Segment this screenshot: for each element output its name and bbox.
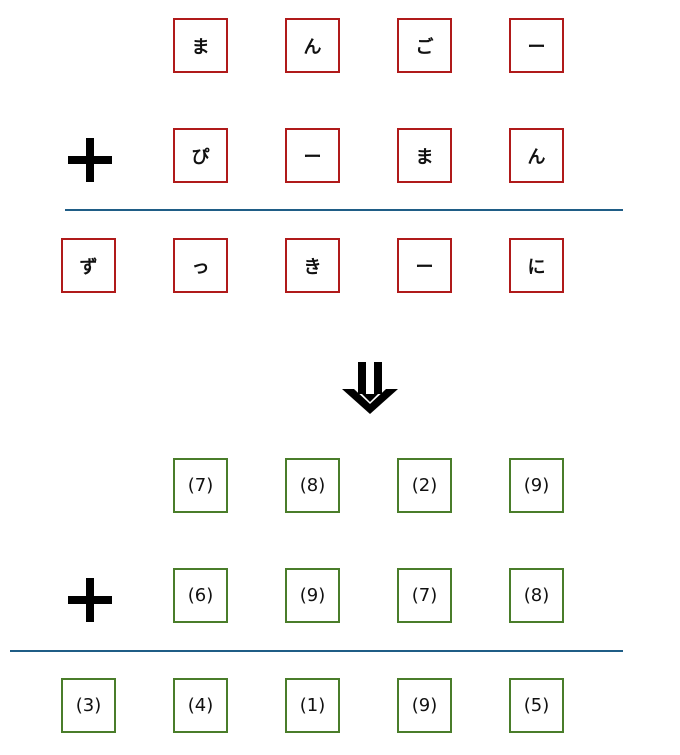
digit-cell: (7) [397, 568, 452, 623]
kana-cell: き [285, 238, 340, 293]
kana-cell: ず [61, 238, 116, 293]
sum-divider-line [65, 209, 623, 211]
digit-cell: (7) [173, 458, 228, 513]
kana-cell: ま [173, 18, 228, 73]
digit-cell: (9) [509, 458, 564, 513]
kana-cell: に [509, 238, 564, 293]
plus-icon [68, 578, 112, 622]
kana-cell: ん [509, 128, 564, 183]
kana-cell: ん [285, 18, 340, 73]
kana-cell: ー [285, 128, 340, 183]
kana-cell: ー [509, 18, 564, 73]
digit-cell: (8) [285, 458, 340, 513]
kana-cell: ご [397, 18, 452, 73]
digit-cell: (1) [285, 678, 340, 733]
kana-cell: ぴ [173, 128, 228, 183]
digit-cell: (6) [173, 568, 228, 623]
kana-cell: ま [397, 128, 452, 183]
digit-cell: (9) [397, 678, 452, 733]
kana-cell: っ [173, 238, 228, 293]
kana-cell: ー [397, 238, 452, 293]
digit-cell: (9) [285, 568, 340, 623]
digit-cell: (4) [173, 678, 228, 733]
digit-cell: (2) [397, 458, 452, 513]
digit-cell: (3) [61, 678, 116, 733]
sum-divider-line [10, 650, 623, 652]
digit-cell: (5) [509, 678, 564, 733]
double-down-arrow-icon [342, 362, 398, 414]
digit-cell: (8) [509, 568, 564, 623]
plus-icon [68, 138, 112, 182]
